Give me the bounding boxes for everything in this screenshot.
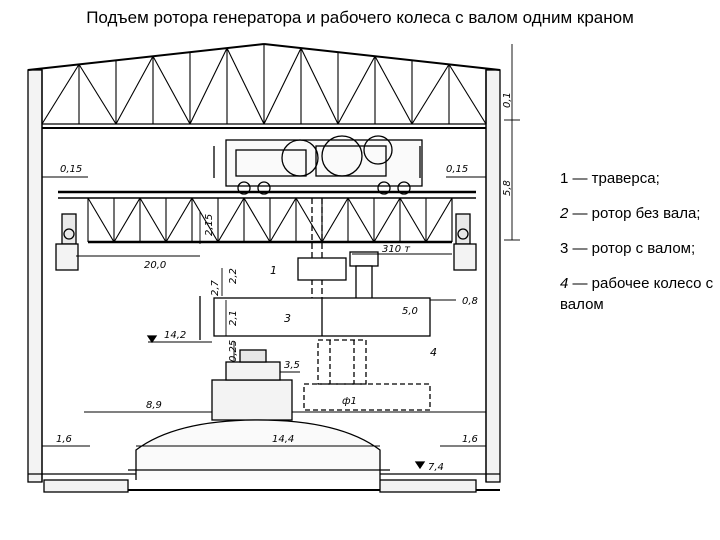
page-title: Подъем ротора генератора и рабочего коле…	[86, 8, 634, 27]
level-mark-14-2	[146, 335, 158, 344]
legend-item-3: 3 — ротор с валом;	[560, 238, 720, 259]
dim-span: 310 т	[382, 244, 411, 255]
dim-right-0-15: 0,15	[446, 164, 468, 175]
dim-0-8: 0,8	[462, 296, 478, 307]
dim-5-0: 5,0	[402, 306, 418, 317]
part-label-1: 1	[270, 264, 277, 277]
dim-left-0-15: 0,15	[60, 164, 82, 175]
dim-20: 20,0	[144, 260, 166, 271]
legend-item-2: 2 — ротор без вала;	[560, 203, 720, 224]
dim-2-1: 2,1	[228, 310, 239, 326]
part-label-4: 4	[430, 346, 437, 359]
rotor-with-shaft	[199, 296, 431, 340]
legend-item-1: 1 — траверса;	[560, 168, 720, 189]
legend: 1 — траверса; 2 — ротор без вала; 3 — ро…	[560, 168, 720, 329]
crane-trolley	[213, 135, 423, 195]
dim-8-9: 8,9	[146, 400, 162, 411]
part-label-3: 3	[284, 312, 291, 325]
dim-0-25: 0,25	[228, 340, 239, 362]
runner-with-shaft	[303, 339, 431, 411]
legend-text-1: — траверса;	[572, 170, 660, 187]
roof-truss	[27, 43, 501, 129]
dim-0-1: 0,1	[502, 92, 513, 108]
legend-num-4: 4	[560, 275, 569, 292]
dim-3-5: 3,5	[284, 360, 300, 371]
dim-7-4: 7,4	[428, 462, 444, 473]
part-labels: 1 3 4	[270, 264, 437, 359]
dim-diameter: ф1	[342, 396, 357, 407]
legend-num-2: 2	[560, 205, 569, 222]
dim-2-2: 2,2	[228, 268, 239, 284]
dim-right-1-6: 1,6	[462, 434, 478, 445]
legend-item-4: 4 — рабочее колесо с валом	[560, 273, 720, 315]
level-mark-7-4	[414, 461, 426, 470]
generator-stator	[128, 349, 390, 480]
legend-num-3: 3	[560, 240, 569, 257]
legend-text-4: — рабочее колесо с валом	[560, 275, 714, 313]
dim-14-4: 14,4	[272, 434, 294, 445]
dim-2-15: 2,15	[204, 214, 215, 236]
dim-2-7: 2,7	[210, 279, 221, 296]
legend-num-1: 1	[560, 170, 569, 187]
dimension-labels: 0,1 5,8 0,15 0,15 310 т 20,0 2,2 2,1 2,7…	[56, 92, 513, 473]
dimension-lines	[42, 44, 520, 447]
legend-text-2: — ротор без вала;	[572, 205, 701, 222]
crane-bridge	[55, 190, 477, 271]
traverse-hook	[297, 198, 379, 301]
legend-text-3: — ротор с валом;	[572, 240, 696, 257]
dim-14-2: 14,2	[164, 330, 186, 341]
dim-5-8: 5,8	[502, 180, 513, 196]
dim-left-1-6: 1,6	[56, 434, 72, 445]
